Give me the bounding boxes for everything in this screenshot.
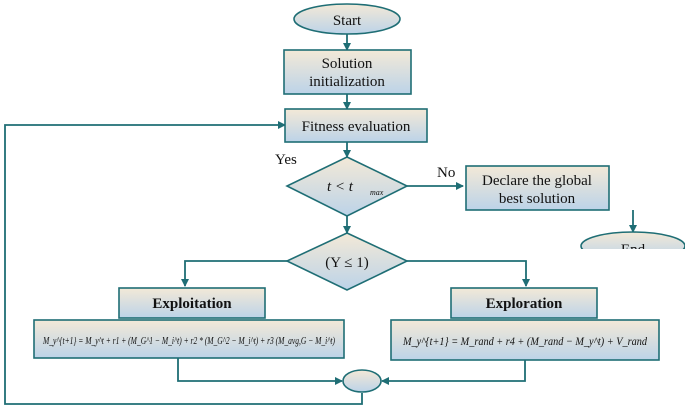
exploration-header [450,287,598,319]
exploration-branch: Exploration M_y^{t+1} = M_rand + r4 + (M… [390,287,660,361]
declare-box [465,165,610,211]
exploitation-branch: Exploitation M_y^{t+1} = M_y^t + r1 + (M… [33,287,345,359]
edge-to-exploitation [181,260,287,287]
exploitation-header [118,287,266,319]
termination-condition-subscript: max [370,188,384,197]
exploitation-label: Exploitation [152,296,232,312]
exploration-label: Exploration [486,296,563,312]
fitness-node: Fitness evaluation [284,108,428,143]
init-box [283,49,412,95]
fitness-label: Fitness evaluation [302,119,411,135]
fitness-box [284,108,428,143]
no-label: No [437,165,455,181]
edge-exploration-to-merge [381,360,526,385]
init-node: Solution initialization [283,49,412,95]
end-node: End [580,231,685,258]
start-label: Start [333,13,362,29]
edge-merge-loop-back [4,121,363,405]
exploitation-formula-box [33,319,345,359]
init-label-line1: Solution [322,56,373,72]
declare-label-line2: best solution [499,191,576,207]
upsilon-condition: (Υ ≤ 1) [325,255,369,271]
yes-label: Yes [275,152,297,168]
termination-diamond [285,156,409,217]
edge-exploitation-to-merge [177,358,343,385]
upsilon-decision: (Υ ≤ 1) [285,232,409,291]
init-label-line2: initialization [309,74,385,90]
connectors [4,34,637,405]
start-ellipse [293,3,401,35]
termination-decision: t < t max [285,156,409,217]
declare-label-line1: Declare the global [482,173,592,189]
termination-condition: t < t [327,179,354,195]
end-ellipse [580,231,685,249]
exploration-formula: M_y^{t+1} = M_rand + r4 + (M_rand − M_y^… [402,334,648,348]
exploitation-formula: M_y^{t+1} = M_y^t + r1 + (M_G^1 − M_i^t)… [42,336,335,347]
start-node: Start [293,3,401,35]
end-label: End [621,242,646,258]
merge-node [342,369,382,393]
edge-to-exploration [407,260,530,287]
upsilon-diamond [285,232,409,291]
exploration-formula-box [390,319,660,361]
declare-node: Declare the global best solution [465,165,610,211]
